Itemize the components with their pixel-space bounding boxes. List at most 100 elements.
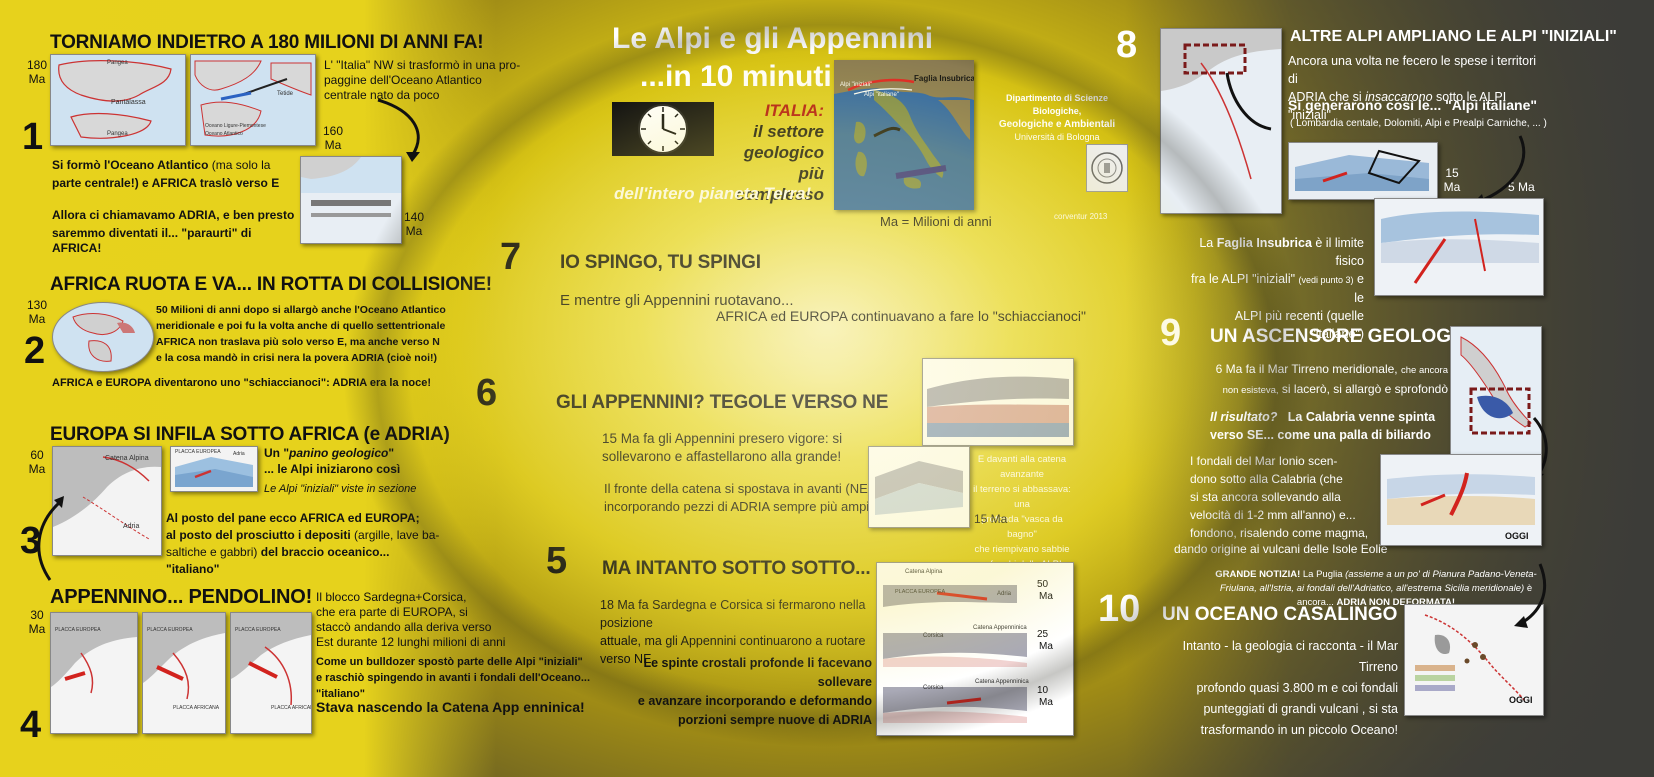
s3-label-adria: Adria (123, 523, 140, 530)
s8-number: 8 (1116, 24, 1138, 66)
italia-line4: più complesso (735, 164, 824, 204)
s5-ma-50: 50 (1037, 579, 1049, 590)
s4-text-line6: e raschiò spingendo in avanti i fondali … (316, 672, 591, 700)
s1-text-line2: paggine dell'Oceano Atlantico (324, 73, 482, 87)
s8-curved-arrow-icon (1472, 135, 1526, 208)
s8-text-line6: fra le ALPI "iniziali" (1190, 272, 1296, 286)
s4-label-placca-africana-b: PLACCA AFRICANA (173, 705, 220, 711)
s1-text-line7: saremmo diventati il... "paraurti" di AF… (52, 226, 252, 255)
s2-ma-unit: Ma (28, 312, 46, 326)
italia-line2: il settore (753, 122, 824, 141)
curved-arrow-icon (377, 98, 420, 162)
s9-text-line9: fondono, risalendo come magma, (1190, 526, 1369, 540)
s9-text-middle: Il risultato? La Calabria venne spinta v… (1210, 408, 1435, 444)
ma-note: Ma = Milioni di anni (880, 214, 992, 229)
s6-text-line1: 15 Ma fa gli Appennini presero vigore: s… (602, 431, 843, 446)
s5-ma-50-unit: Ma (1039, 591, 1053, 602)
s8-text-line2c: sotto le ALPI "iniziali" (1288, 90, 1507, 122)
s3-map-alpine: Catena Alpina Adria (52, 446, 162, 556)
credit: corventur 2013 (1054, 212, 1108, 221)
notice-d: ai fondali dell'Adriatico, all'estrema S… (1296, 583, 1525, 594)
map-label-alpi-italiane: Alpi "italiane" (864, 92, 899, 98)
italia-line1: ITALIA: (764, 101, 824, 120)
s8-section-insubric (1374, 198, 1544, 296)
s3-text-line1: Un "panino geologico" (264, 446, 394, 461)
s3-text-line2: ... le Alpi iniziarono così (264, 462, 401, 476)
s1-text-line4: Si formò l'Oceano Atlantico (52, 158, 209, 172)
s4-map-23ma: PLACCA EUROPEA PLACCA AFRICANA (142, 612, 226, 734)
s6-text-bottom: Il fronte della catena si spostava in av… (604, 480, 874, 516)
s3-ma-value: 60 (30, 448, 44, 462)
s1-text-line5b: e AFRICA traslò verso E (142, 176, 280, 190)
s1-map-pangea: Pangea Pantalassa Pangea (50, 54, 186, 146)
s5-ma-25-unit: Ma (1039, 641, 1053, 652)
s9-text-line7: si sta ancora sollevando alla (1190, 490, 1341, 504)
s9-text-line3b: La Calabria venne spinta (1287, 410, 1436, 424)
s8-text-line3: Si generarono così le... "Alpi italiane" (1288, 97, 1538, 113)
s1-label-oceano-atlantico: Oceano Atlantico (205, 131, 243, 137)
s1-text-line4b: (ma solo la (211, 158, 271, 172)
s10-text-line1: Intanto - la geologia ci racconta - il M… (1182, 639, 1398, 674)
s3-label-catena: Catena Alpina (105, 455, 149, 462)
s6-text-top: 15 Ma fa gli Appennini presero vigore: s… (602, 430, 872, 466)
s3-label-adria-2: Adria (233, 451, 245, 457)
s5-ma-10: 10 (1037, 685, 1049, 696)
s4-text-line3: staccò andando alla deriva verso (316, 620, 492, 634)
s5-label-adria-1: Adria (997, 591, 1012, 597)
s4-label-placca-europea-b: PLACCA EUROPEA (147, 627, 193, 633)
s5-label-corsica-1: Corsica (923, 633, 944, 639)
s1-ma-160-value: 160 (322, 124, 344, 138)
italia-line5: dell'intero pianeta Terra! (614, 184, 812, 203)
curved-arrow-up-icon (37, 496, 64, 581)
s1-ma-180-unit: Ma (28, 72, 46, 86)
s10-oggi: OGGI (1509, 695, 1533, 705)
s10-heading: UN OCEANO CASALINGO (1162, 604, 1398, 625)
s3-text-line6b: del braccio oceanico... "italiano" (166, 545, 390, 576)
map-label-faglia: Faglia Insubrica (914, 74, 974, 83)
s5-label-placca-europea: PLACCA EUROPEA (895, 589, 946, 595)
s5-heading: MA INTANTO SOTTO SOTTO... (602, 558, 871, 579)
s8-text-line5a: La (1199, 236, 1217, 250)
s6-white-line2: il terreno si abbassava: una (973, 484, 1071, 510)
s5-label-catena-appenninica-1: Catena Appenninica (973, 625, 1027, 631)
s5-text-line5: porzioni sempre nuove di ADRIA (677, 713, 872, 727)
s3-text-line1a: Un " (264, 446, 290, 460)
s3-heading: EUROPA SI INFILA SOTTO AFRICA (e ADRIA) (50, 424, 450, 445)
s5-text-line3: Le spinte crostali profonde li facevano … (643, 656, 872, 689)
s4-ma-unit: Ma (28, 622, 46, 636)
s3-ma-unit: Ma (28, 462, 46, 476)
s3-text-bottom: Al posto del pane ecco AFRICA ed EUROPA;… (166, 510, 446, 578)
s10-number: 10 (1098, 588, 1141, 630)
s2-text-line5: AFRICA e EUROPA diventarono uno "schiacc… (52, 377, 431, 389)
s9-text-line2b: si lacerò, si allargò e sprofondò (1281, 382, 1448, 396)
s8-text-top: Ancora una volta ne fecero le spese i te… (1288, 52, 1542, 124)
s8-ma-15-unit: Ma (1443, 180, 1461, 194)
university-line3: Università di Bologna (1014, 132, 1100, 142)
s9-number: 9 (1160, 312, 1182, 354)
s6-white-line5: e fanghi dalle ALPI (982, 559, 1062, 570)
s2-ma-value: 130 (26, 298, 48, 312)
s9-text-top: 6 Ma fa il Mar Tirreno meridionale, che … (1198, 360, 1448, 400)
university-line1: Dipartimento di Scienze Biologiche, (1005, 93, 1109, 116)
s1-text-line1: L' "Italia" NW si trasformò in una pro- (324, 58, 521, 72)
s4-map-30ma: PLACCA EUROPEA (50, 612, 138, 734)
s1-number: 1 (22, 116, 44, 158)
s8-text-line2a: ADRIA che si (1288, 90, 1366, 104)
s1-text-middle: Si formò l'Oceano Atlantico (ma solo la … (52, 158, 302, 191)
s10-text-line2: profondo quasi 3.800 m e coi fondali (1196, 681, 1398, 695)
s9-heading: UN ASCENSORE GEOLOGICO! (1210, 326, 1492, 347)
s9-oggi: OGGI (1505, 531, 1529, 541)
university-line2: Geologiche e Ambientali (998, 119, 1116, 130)
s2-globe-map (52, 302, 154, 372)
s4-ma-value: 30 (30, 608, 44, 622)
notice-block: GRANDE NOTIZIA! La Puglia (assieme a un … (1208, 568, 1544, 610)
s9-map-tyrrhenian (1450, 326, 1542, 460)
s1-label-pantalassa: Pantalassa (111, 99, 146, 106)
s8-text-line1: Ancora una volta ne fecero le spese i te… (1288, 54, 1537, 86)
